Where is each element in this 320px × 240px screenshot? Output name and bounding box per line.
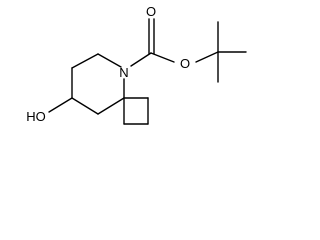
bond-oester-cq <box>195 51 219 63</box>
bond-n-carbonyl <box>130 52 152 67</box>
bond-ch2-spiro <box>97 97 125 115</box>
molecule-drawing: N O O HO <box>26 4 247 125</box>
nitrogen-label: N <box>119 65 128 80</box>
structure-canvas: N O O HO <box>26 4 247 125</box>
carbonyl-oxygen-label: O <box>146 4 156 19</box>
hydroxyl-label: HO <box>26 109 46 124</box>
bond-carbonyl-oester <box>150 52 175 63</box>
bond-c-oh <box>48 97 73 113</box>
bond-ch2-ch2 <box>71 53 99 69</box>
bond-n-ch2 <box>97 53 122 68</box>
ester-oxygen-label: O <box>180 56 190 71</box>
bond-choh-ch2 <box>71 97 99 115</box>
